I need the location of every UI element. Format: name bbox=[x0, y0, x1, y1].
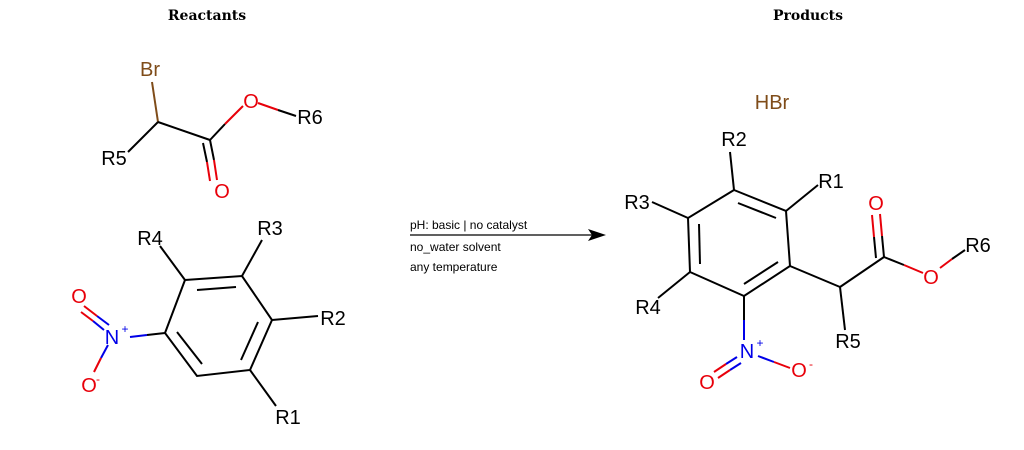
reactants-heading: Reactants bbox=[167, 8, 247, 24]
product-atom-n: N bbox=[740, 341, 754, 363]
product-substituted-arene bbox=[651, 151, 966, 379]
reactant-bromo-ester bbox=[127, 81, 297, 182]
product-o-left: O bbox=[699, 372, 715, 394]
condition-ph-catalyst: pH: basic | no catalyst bbox=[410, 218, 528, 232]
atom-r4: R4 bbox=[137, 228, 163, 250]
atom-r5: R5 bbox=[101, 148, 127, 170]
products-heading: Products bbox=[772, 8, 844, 24]
product-r1: R1 bbox=[818, 171, 844, 193]
atom-r6: R6 bbox=[297, 107, 323, 129]
condition-solvent: no_water solvent bbox=[410, 240, 501, 254]
product-n-charge: + bbox=[756, 336, 763, 350]
atom-r3: R3 bbox=[257, 218, 283, 240]
atom-br: Br bbox=[140, 59, 160, 81]
atom-r2: R2 bbox=[320, 308, 346, 330]
reactant-nitro-arene bbox=[80, 239, 319, 407]
product-o-carbonyl: O bbox=[868, 193, 884, 215]
condition-temperature: any temperature bbox=[410, 260, 498, 274]
product-r6: R6 bbox=[965, 235, 991, 257]
product-o-right: O bbox=[791, 360, 807, 382]
reaction-arrow bbox=[410, 229, 606, 241]
product-r3: R3 bbox=[624, 192, 650, 214]
atom-r1: R1 bbox=[275, 407, 301, 429]
atom-o-bottom: O bbox=[81, 375, 97, 397]
product-r5: R5 bbox=[835, 331, 861, 353]
o-charge: - bbox=[96, 372, 100, 386]
product-o-charge: - bbox=[809, 357, 813, 371]
product-r4: R4 bbox=[635, 297, 661, 319]
atom-o-ester: O bbox=[243, 91, 259, 113]
product-hbr: HBr bbox=[755, 92, 790, 114]
n-charge: + bbox=[121, 322, 128, 336]
product-r2: R2 bbox=[721, 129, 747, 151]
product-o-ester: O bbox=[923, 267, 939, 289]
atom-o-carbonyl: O bbox=[214, 181, 230, 203]
atom-n: N bbox=[105, 327, 119, 349]
atom-o-top: O bbox=[71, 286, 87, 308]
